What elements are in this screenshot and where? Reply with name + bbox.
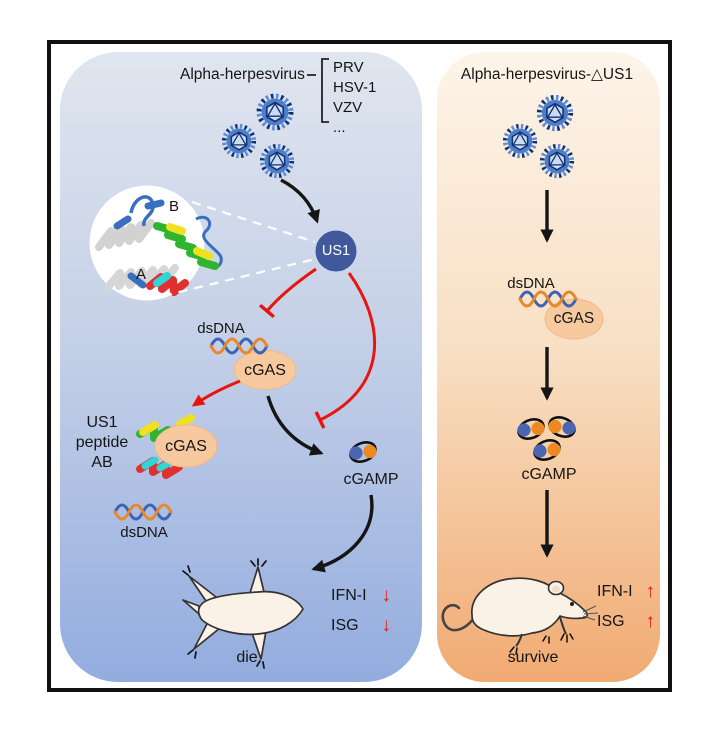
ifn-marker-left: IFN-I ↓ bbox=[331, 586, 391, 605]
isg-marker-left: ISG ↓ bbox=[331, 616, 391, 635]
virus-example-vzv: VZV bbox=[333, 99, 363, 116]
up-arrow-icon: ↑ bbox=[645, 611, 656, 632]
down-arrow-icon: ↓ bbox=[381, 615, 392, 636]
cgas-label-right: cGAS bbox=[553, 310, 595, 327]
left-panel-title: Alpha-herpesvirus bbox=[180, 66, 305, 83]
peptide-caption-line3: AB bbox=[91, 454, 113, 471]
dsdna-label-free: dsDNA bbox=[120, 524, 168, 541]
dsdna-label-right: dsDNA bbox=[507, 275, 555, 292]
cgas-complex-label: cGAS bbox=[165, 438, 207, 455]
outcome-label-left: die bbox=[236, 649, 258, 666]
down-arrow-icon: ↓ bbox=[381, 585, 392, 606]
peptide-caption-line1: US1 bbox=[86, 414, 118, 431]
virus-example-list: PRV HSV-1 VZV ... bbox=[333, 58, 376, 138]
outcome-label-right: survive bbox=[507, 649, 559, 666]
us1-peptide-caption: US1 peptide AB bbox=[70, 413, 134, 473]
ifn-label: IFN-I bbox=[331, 586, 367, 604]
ifn-marker-right: IFN-I ↑ bbox=[597, 582, 655, 601]
cgamp-label-right: cGAMP bbox=[521, 466, 577, 483]
virus-example-prv: PRV bbox=[333, 59, 364, 76]
ifn-label: IFN-I bbox=[597, 582, 633, 600]
isg-marker-right: ISG ↑ bbox=[597, 612, 655, 631]
right-panel-title: Alpha-herpesvirus-△US1 bbox=[460, 66, 634, 83]
us1-node-label: US1 bbox=[321, 243, 351, 259]
inset-label-b: B bbox=[169, 198, 180, 215]
inset-label-a: A bbox=[136, 266, 147, 283]
cgamp-label-left: cGAMP bbox=[343, 471, 399, 488]
virus-example-more: ... bbox=[333, 119, 346, 136]
virus-example-hsv1: HSV-1 bbox=[333, 79, 377, 96]
peptide-caption-line2: peptide bbox=[75, 434, 129, 451]
dsdna-label-left: dsDNA bbox=[197, 320, 245, 337]
isg-label: ISG bbox=[331, 616, 359, 634]
isg-label: ISG bbox=[597, 612, 625, 630]
cgas-label-left: cGAS bbox=[244, 362, 286, 379]
up-arrow-icon: ↑ bbox=[645, 581, 656, 602]
